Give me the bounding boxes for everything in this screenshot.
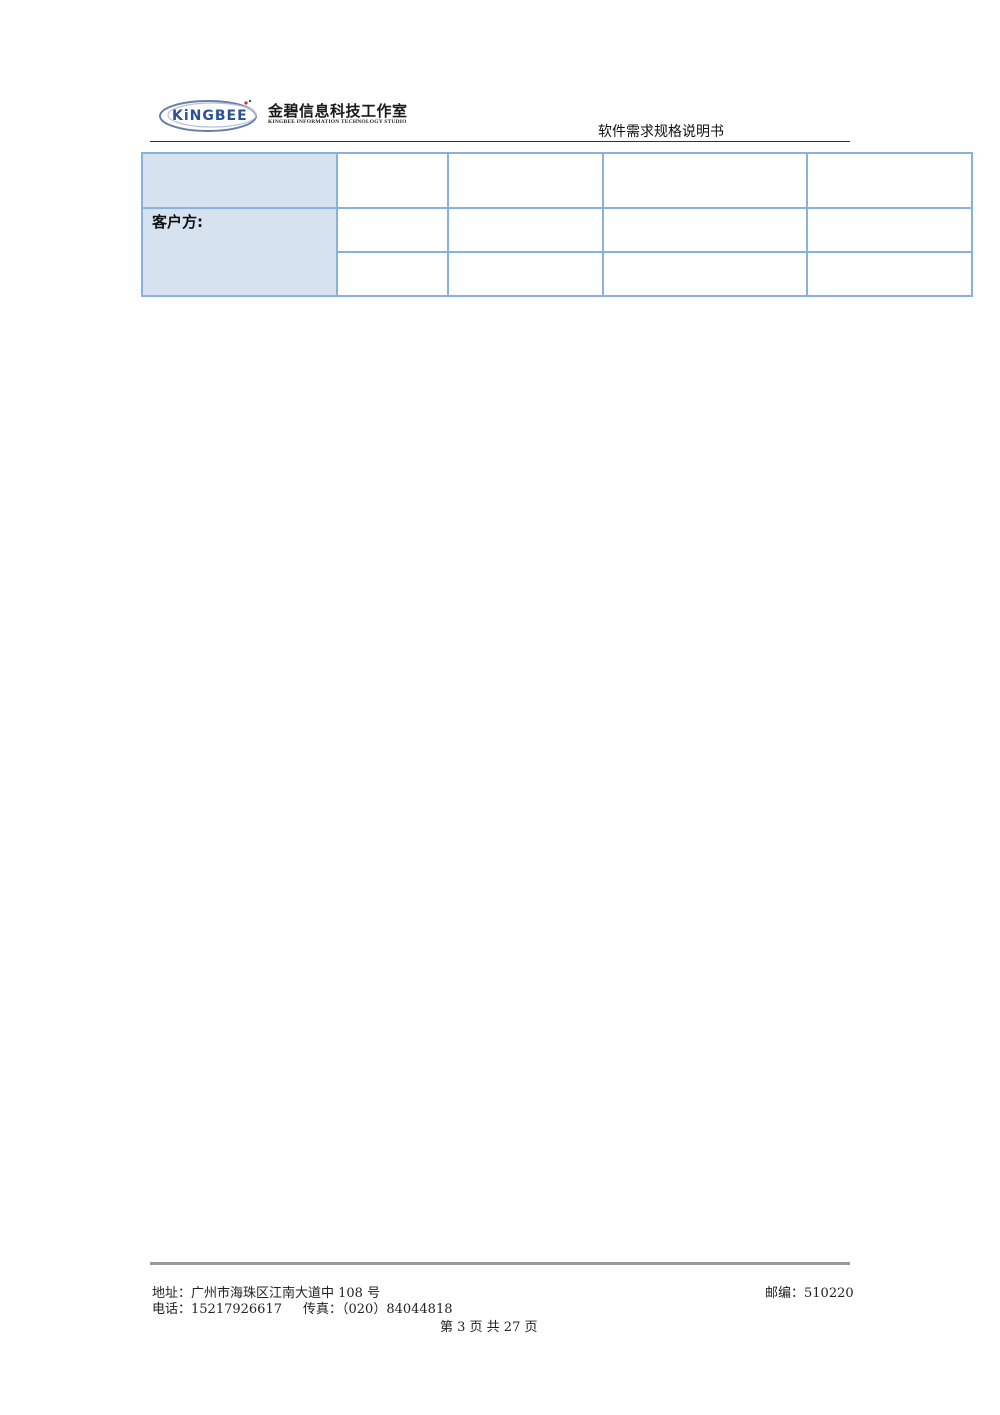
table-row bbox=[142, 251, 973, 297]
footer-address: 地址：广州市海珠区江南大道中 108 号 bbox=[152, 1286, 381, 1301]
table-cell bbox=[602, 152, 808, 209]
table-row bbox=[141, 152, 973, 209]
page-header: KiNGBEE 金碧信息科技工作室 KINGBEE INFORMATION TE… bbox=[150, 92, 850, 142]
table-cell bbox=[602, 251, 808, 297]
signature-table: 客户方: bbox=[141, 152, 973, 297]
company-name-cn: 金碧信息科技工作室 bbox=[268, 102, 408, 120]
table-cell bbox=[447, 251, 604, 297]
table-label-cell bbox=[141, 152, 338, 209]
customer-label-cell: 客户方: bbox=[141, 207, 338, 297]
table-cell bbox=[806, 251, 973, 297]
footer-postcode: 邮编：510220 bbox=[765, 1286, 854, 1301]
footer-fax: 传真：（020）84044818 bbox=[303, 1302, 453, 1317]
table-cell bbox=[806, 207, 973, 253]
table-cell bbox=[447, 152, 604, 209]
page-number: 第 3 页 共 27 页 bbox=[440, 1320, 538, 1335]
footer-phone: 电话：15217926617 bbox=[152, 1302, 282, 1317]
footer-divider bbox=[150, 1262, 850, 1265]
svg-text:KiNGBEE: KiNGBEE bbox=[172, 108, 248, 124]
table-cell bbox=[602, 207, 808, 253]
company-name-en: KINGBEE INFORMATION TECHNOLOGY STUDIO bbox=[268, 119, 407, 125]
table-cell bbox=[336, 152, 449, 209]
document-title: 软件需求规格说明书 bbox=[598, 124, 724, 140]
table-cell bbox=[806, 152, 973, 209]
table-cell bbox=[336, 251, 449, 297]
table-row: 客户方: bbox=[141, 207, 973, 297]
header-divider bbox=[150, 141, 850, 142]
table-cell bbox=[336, 207, 449, 253]
table-label-text bbox=[143, 154, 336, 156]
table-cell bbox=[447, 207, 604, 253]
kingbee-logo-icon: KiNGBEE bbox=[159, 99, 257, 132]
customer-label: 客户方: bbox=[152, 213, 203, 231]
